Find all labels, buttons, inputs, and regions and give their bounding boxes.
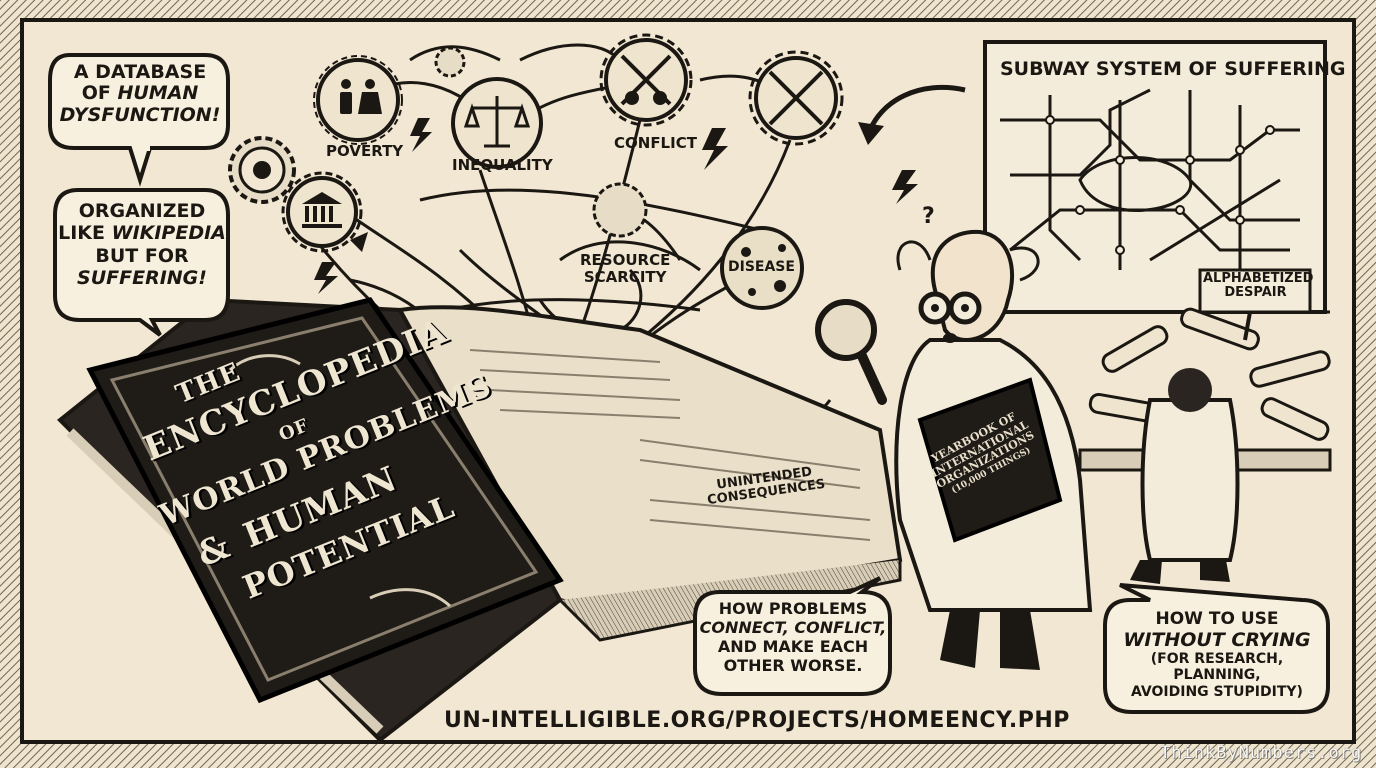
crying-bubble-text: HOW TO USE WITHOUT CRYING (FOR RESEARCH,… <box>1108 609 1326 700</box>
resource-line2: SCARCITY <box>583 267 667 286</box>
connect-line2: CONNECT, CONFLICT, <box>699 617 887 637</box>
yearbook <box>917 377 1063 543</box>
magnifying-glass-icon <box>815 299 887 405</box>
wikipedia-line4: SUFFERING! <box>77 267 207 290</box>
wikipedia-line2-em: WIKIPEDIA <box>111 222 226 245</box>
connect-line4: OTHER WORSE. <box>723 655 863 675</box>
crying-line1: HOW TO USE <box>1155 609 1279 629</box>
question-mark: ? <box>922 204 935 229</box>
conflict-node <box>599 33 693 127</box>
database-bubble <box>48 53 230 187</box>
database-line3: DYSFUNCTION! <box>59 103 221 126</box>
cover-title-amp: & <box>191 526 237 576</box>
connect-bubble <box>693 576 892 696</box>
crying-line3: (FOR RESEARCH, PLANNING, <box>1150 651 1284 684</box>
crossed-arrows-node <box>748 50 844 146</box>
crying-line4: AVOIDING STUPIDITY) <box>1131 683 1303 700</box>
crying-line2: WITHOUT CRYING <box>1123 628 1311 651</box>
poverty-label: POVERTY <box>326 142 404 160</box>
connect-bubble-text: HOW PROBLEMS CONNECT, CONFLICT, AND MAKE… <box>698 599 888 676</box>
wikipedia-line2: LIKE <box>58 222 112 245</box>
footer-url[interactable]: UN-INTELLIGIBLE.ORG/PROJECTS/HOMEENCY.PH… <box>444 708 1070 733</box>
connect-line3: AND MAKE EACH <box>717 636 869 656</box>
poverty-node <box>313 55 403 145</box>
inequality-node <box>451 77 543 169</box>
database-line2-em: HUMAN <box>117 82 199 105</box>
crying-bubble <box>1103 583 1330 714</box>
alphabetized-despair-sign: ALPHABETIZED DESPAIR <box>1203 271 1314 301</box>
resource-line1: RESOURCE <box>580 251 671 269</box>
wikipedia-bubble-text: ORGANIZED LIKE WIKIPEDIA BUT FOR SUFFERI… <box>58 200 226 290</box>
scientist-figure <box>815 229 1093 670</box>
speech-bubbles <box>48 53 1330 714</box>
people-icon <box>340 79 382 114</box>
subway-title: SUBWAY SYSTEM OF SUFFERING <box>1000 58 1346 80</box>
wikipedia-line3: BUT FOR <box>95 244 189 267</box>
sign-line1: ALPHABETIZED <box>1203 271 1314 286</box>
disease-label: DISEASE <box>728 259 795 275</box>
watermark: ThinkByNumbers.org <box>1160 743 1363 763</box>
wikipedia-line1: ORGANIZED <box>78 200 206 222</box>
bank-node <box>281 171 363 253</box>
database-bubble-text: A DATABASE OF HUMAN DYSFUNCTION! <box>55 61 225 126</box>
sign-line2: DESPAIR <box>1224 285 1287 301</box>
inequality-label: INEQUALITY <box>452 156 553 174</box>
open-book <box>57 297 903 743</box>
resource-label: RESOURCE SCARCITY <box>580 252 670 285</box>
scales-icon <box>463 96 531 148</box>
connect-line1: HOW PROBLEMS <box>718 599 868 618</box>
wikipedia-bubble <box>53 188 230 337</box>
disease-node <box>720 226 804 310</box>
conflict-label: CONFLICT <box>614 134 697 152</box>
bank-icon <box>302 192 342 228</box>
database-line2: OF <box>81 82 118 105</box>
crossed-arrows-icon <box>768 70 824 126</box>
curved-arrow <box>865 84 966 136</box>
despair-researcher <box>1078 268 1332 584</box>
database-line1: A DATABASE <box>73 61 207 83</box>
lightning-icon <box>314 118 918 294</box>
